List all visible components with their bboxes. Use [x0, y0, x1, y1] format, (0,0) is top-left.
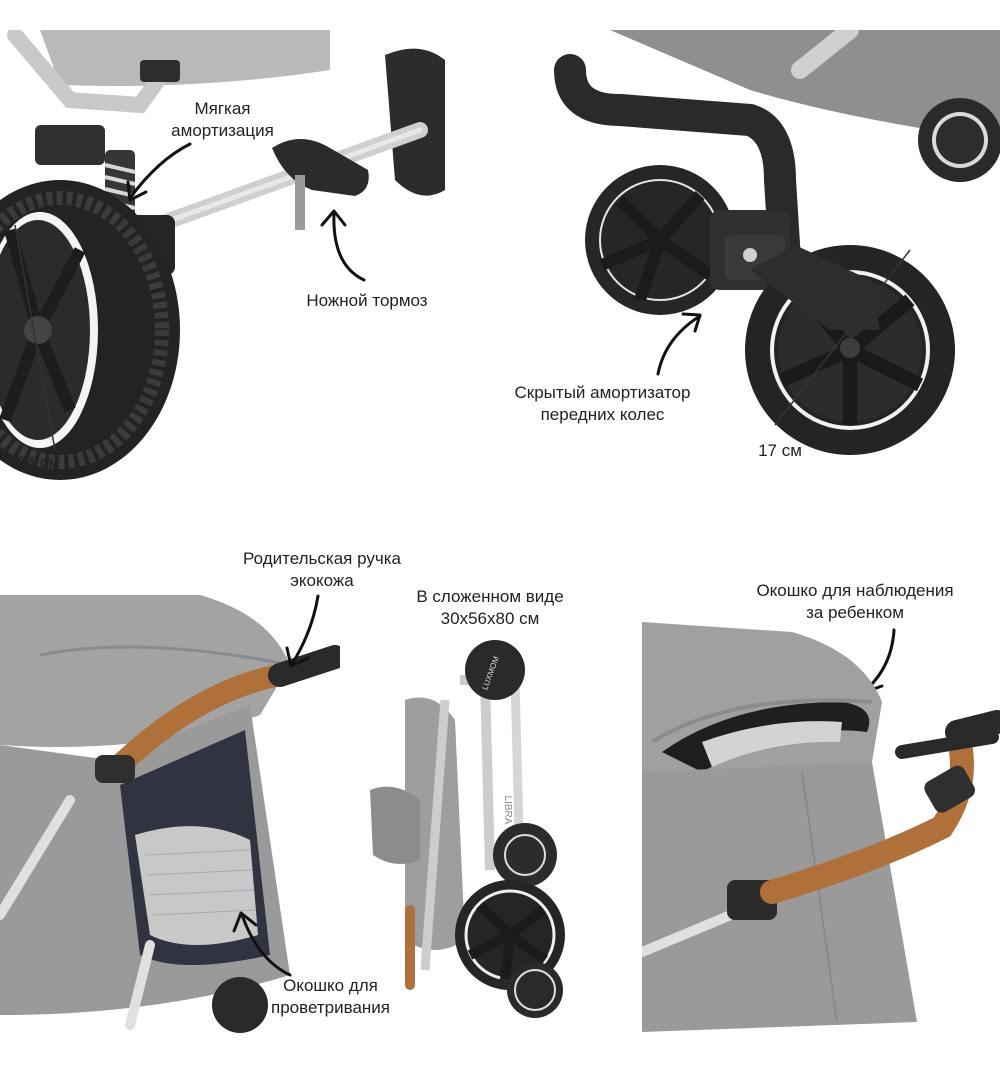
- brake-arrow-icon: [320, 209, 366, 282]
- ventilation-arrow-icon: [232, 911, 292, 977]
- shock-absorber-label: Скрытый амортизатор передних колес: [514, 383, 691, 424]
- ventilation-label: Окошко для проветривания: [271, 976, 390, 1017]
- canopy-photo: [642, 622, 1000, 1032]
- observation-window-label: Окошко для наблюдения за ребенком: [756, 581, 954, 622]
- suspension-arrow-icon: [126, 142, 192, 202]
- handle-illustration: [0, 595, 340, 1033]
- model-text: LIBRA: [502, 796, 513, 825]
- front-wheel-illustration: [554, 30, 1000, 455]
- handle-photo: [0, 595, 340, 1035]
- front-wheel-size-label: 17 см: [758, 441, 802, 460]
- shock-arrow-icon: [656, 312, 702, 376]
- front-wheel-photo: [550, 30, 1000, 460]
- rear-wheel-size-label: 24 см: [16, 453, 60, 472]
- folded-stroller-illustration: LUXMOM LIBRA: [370, 640, 565, 1018]
- canopy-illustration: [642, 622, 1000, 1032]
- suspension-label: Мягкая амортизация: [171, 99, 274, 140]
- rear-wheel-photo: [0, 30, 450, 480]
- rear-wheel-illustration: [0, 30, 445, 480]
- folded-label: В сложенном виде 30x56x80 см: [416, 587, 564, 628]
- folded-stroller-photo: LUXMOM LIBRA: [365, 640, 585, 1025]
- brake-label: Ножной тормоз: [306, 291, 428, 310]
- handle-arrow-icon: [285, 594, 320, 668]
- handle-label: Родительская ручка экокожа: [243, 549, 401, 590]
